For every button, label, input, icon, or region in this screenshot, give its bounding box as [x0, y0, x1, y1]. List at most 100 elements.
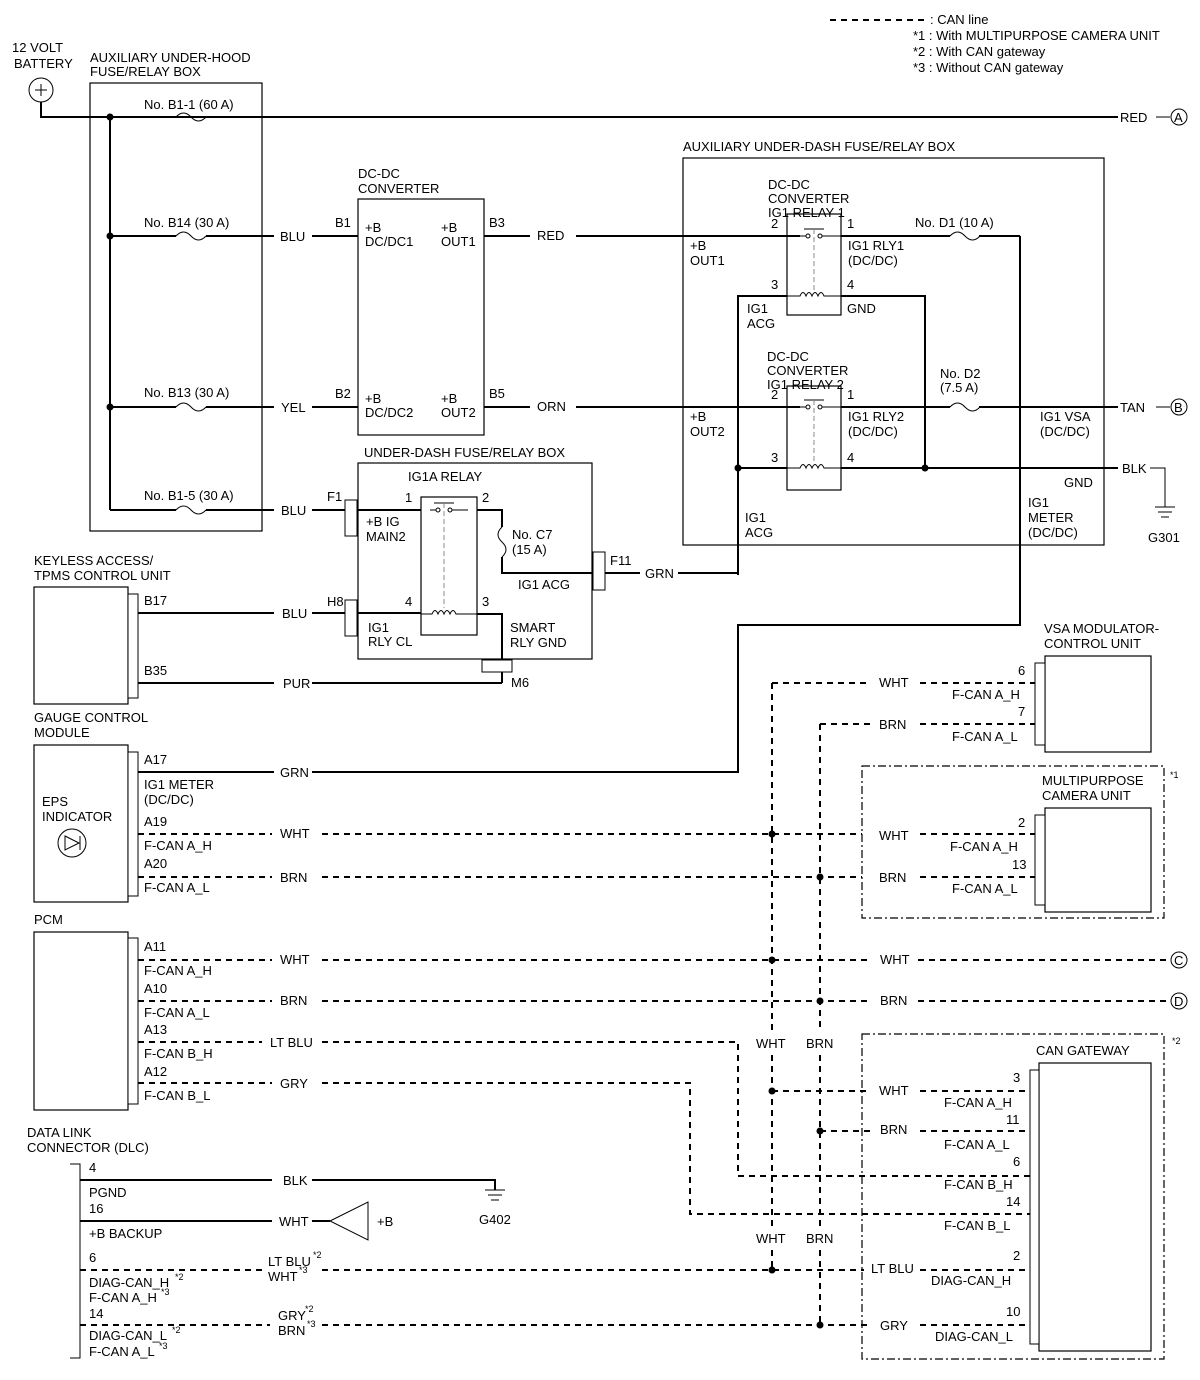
bus-brn-label-1: BRN [806, 1036, 833, 1051]
vsa-wire-brn: BRN [879, 717, 906, 732]
dcdc-title-2: CONVERTER [358, 181, 439, 196]
aux-hood-title-1: AUXILIARY UNDER-HOOD [90, 50, 251, 65]
ig1-vsa-dcdc: (DC/DC) [1040, 424, 1090, 439]
relay2-title-1: DC-DC [767, 349, 809, 364]
gateway-wire-brn: BRN [880, 1122, 907, 1137]
under-dash-main2-b: MAIN2 [366, 529, 406, 544]
dcdc-out2-b: OUT2 [441, 405, 476, 420]
fuse-d2-label-2: (7.5 A) [940, 380, 978, 395]
fuse-d2-label-1: No. D2 [940, 366, 980, 381]
gateway-pin10-sig: DIAG-CAN_L [935, 1329, 1013, 1344]
data-link-connector: DATA LINK CONNECTOR (DLC) 4 PGND BLK G40… [27, 1125, 872, 1359]
under-dash-f11: F11 [610, 553, 631, 568]
wire-tan-label: TAN [1120, 400, 1145, 415]
gateway-pin11: 11 [1006, 1112, 1020, 1127]
wire-blu-b14: BLU [280, 229, 305, 244]
wire-wht-a11: WHT [280, 952, 310, 967]
gauge-title-2: MODULE [34, 725, 90, 740]
fuse-b1-5-label: No. B1-5 (30 A) [144, 488, 234, 503]
pcm-a10: A10 [144, 981, 167, 996]
relay2-ig1-rly2: IG1 RLY2 [848, 409, 904, 424]
vsa-title-2: CONTROL UNIT [1044, 636, 1141, 651]
ig1a-coil-icon [421, 610, 477, 616]
dlc-title-1: DATA LINK [27, 1125, 92, 1140]
dlc-pin16-sig: +B BACKUP [89, 1226, 162, 1241]
dcdc-in2-b: DC/DC2 [365, 405, 413, 420]
connector-c-icon [1170, 951, 1188, 969]
vsa-modulator-unit: VSA MODULATOR- CONTROL UNIT WHT 6 F-CAN … [772, 621, 1159, 753]
connector-d-icon [1170, 992, 1188, 1010]
under-dash-box: UNDER-DASH FUSE/RELAY BOX IG1A RELAY 1 2… [281, 445, 738, 690]
dlc-pin6-sig-b: F-CAN A_H [89, 1290, 157, 1305]
dcdc-pin-b2: B2 [335, 386, 351, 401]
camera-pin13-sig: F-CAN A_L [952, 881, 1018, 896]
camera-pin2-sig: F-CAN A_H [950, 839, 1018, 854]
wire-grn-f11: GRN [645, 566, 674, 581]
dlc-wire14-a: GRY [278, 1308, 306, 1323]
relay2-title-3: IG1 RELAY 2 [767, 377, 844, 392]
gateway-pin3: 3 [1013, 1070, 1020, 1085]
vsa-pin6-sig: F-CAN A_H [952, 687, 1020, 702]
ig1a-relay-title: IG1A RELAY [408, 469, 483, 484]
aux-dash-out2-a: +B [690, 409, 706, 424]
pcm-title: PCM [34, 912, 63, 927]
relay1-pin2: 2 [771, 216, 778, 231]
wire-blu-f1: BLU [281, 503, 306, 518]
aux-dash-acg: ACG [745, 525, 773, 540]
dcdc-pin-b5: B5 [489, 386, 505, 401]
vsa-pin7-sig: F-CAN A_L [952, 729, 1018, 744]
vsa-title-1: VSA MODULATOR- [1044, 621, 1159, 636]
dlc-wire14-b: BRN [278, 1323, 305, 1338]
dlc-pin16: 16 [89, 1201, 103, 1216]
fuse-b14-icon [175, 231, 207, 241]
gateway-pin10: 10 [1006, 1304, 1020, 1319]
gateway-pin6-sig: F-CAN B_H [944, 1177, 1013, 1192]
vsa-wire-wht: WHT [879, 675, 909, 690]
dlc-wire6-b: WHT [268, 1269, 298, 1284]
fuse-b1-1-icon [175, 112, 207, 122]
fuse-d1-icon [949, 231, 981, 241]
gateway-wire-gry: GRY [880, 1318, 908, 1333]
relay1-pin4: 4 [847, 277, 854, 292]
pcm-a11: A11 [144, 939, 166, 954]
wire-red-a-label: RED [1120, 110, 1147, 125]
dcdc-converter: DC-DC CONVERTER BLU B1 +B DC/DC1 YEL B2 … [280, 166, 800, 436]
relay1-ig1-rly1: IG1 RLY1 [848, 238, 904, 253]
battery-label-1: 12 VOLT [12, 40, 63, 55]
wire-blu-h8: BLU [282, 606, 307, 621]
relay1-acg: ACG [747, 316, 775, 331]
dcdc-out2-a: +B [441, 391, 457, 406]
under-dash-smart: SMART [510, 620, 555, 635]
gauge-a17: A17 [144, 752, 167, 767]
under-dash-f1: F1 [327, 489, 342, 504]
pcm-a10-sig: F-CAN A_L [144, 1005, 210, 1020]
vsa-pin7: 7 [1018, 704, 1025, 719]
aux-under-dash-box: AUXILIARY UNDER-DASH FUSE/RELAY BOX +B O… [312, 139, 1188, 773]
connector-a-icon [1170, 108, 1188, 126]
under-dash-h8: H8 [327, 594, 344, 609]
connector-d-label: D [1174, 994, 1183, 1009]
keyless-b17: B17 [144, 593, 167, 608]
relay1-pin1: 1 [847, 216, 854, 231]
aux-hood-title-2: FUSE/RELAY BOX [90, 64, 201, 79]
dlc-pin4: 4 [89, 1160, 96, 1175]
pcm-a11-sig: F-CAN A_H [144, 963, 212, 978]
aux-dash-ig1: IG1 [745, 510, 766, 525]
gateway-pin3-sig: F-CAN A_H [944, 1095, 1012, 1110]
fuse-d2-icon [949, 402, 981, 412]
gauge-can-l: F-CAN A_L [144, 880, 210, 895]
dcdc-pin-b1: B1 [335, 215, 351, 230]
aux-dash-gnd: GND [1064, 475, 1093, 490]
fuse-c7-icon [497, 526, 507, 558]
connector-b-label: B [1174, 400, 1183, 415]
under-dash-ig1-acg: IG1 ACG [518, 577, 570, 592]
keyless-access-unit: KEYLESS ACCESS/ TPMS CONTROL UNIT B17 B3… [33, 553, 502, 705]
relay1-dcdc: (DC/DC) [848, 253, 898, 268]
eps-indicator-icon [57, 828, 87, 858]
wire-brn-d: BRN [880, 993, 907, 1008]
dlc-plus-b: +B [377, 1214, 393, 1229]
relay1-title-2: CONVERTER [768, 191, 849, 206]
ig1a-relay-body [420, 496, 478, 636]
pcm-a12: A12 [144, 1064, 167, 1079]
wire-brn-a10: BRN [280, 993, 307, 1008]
